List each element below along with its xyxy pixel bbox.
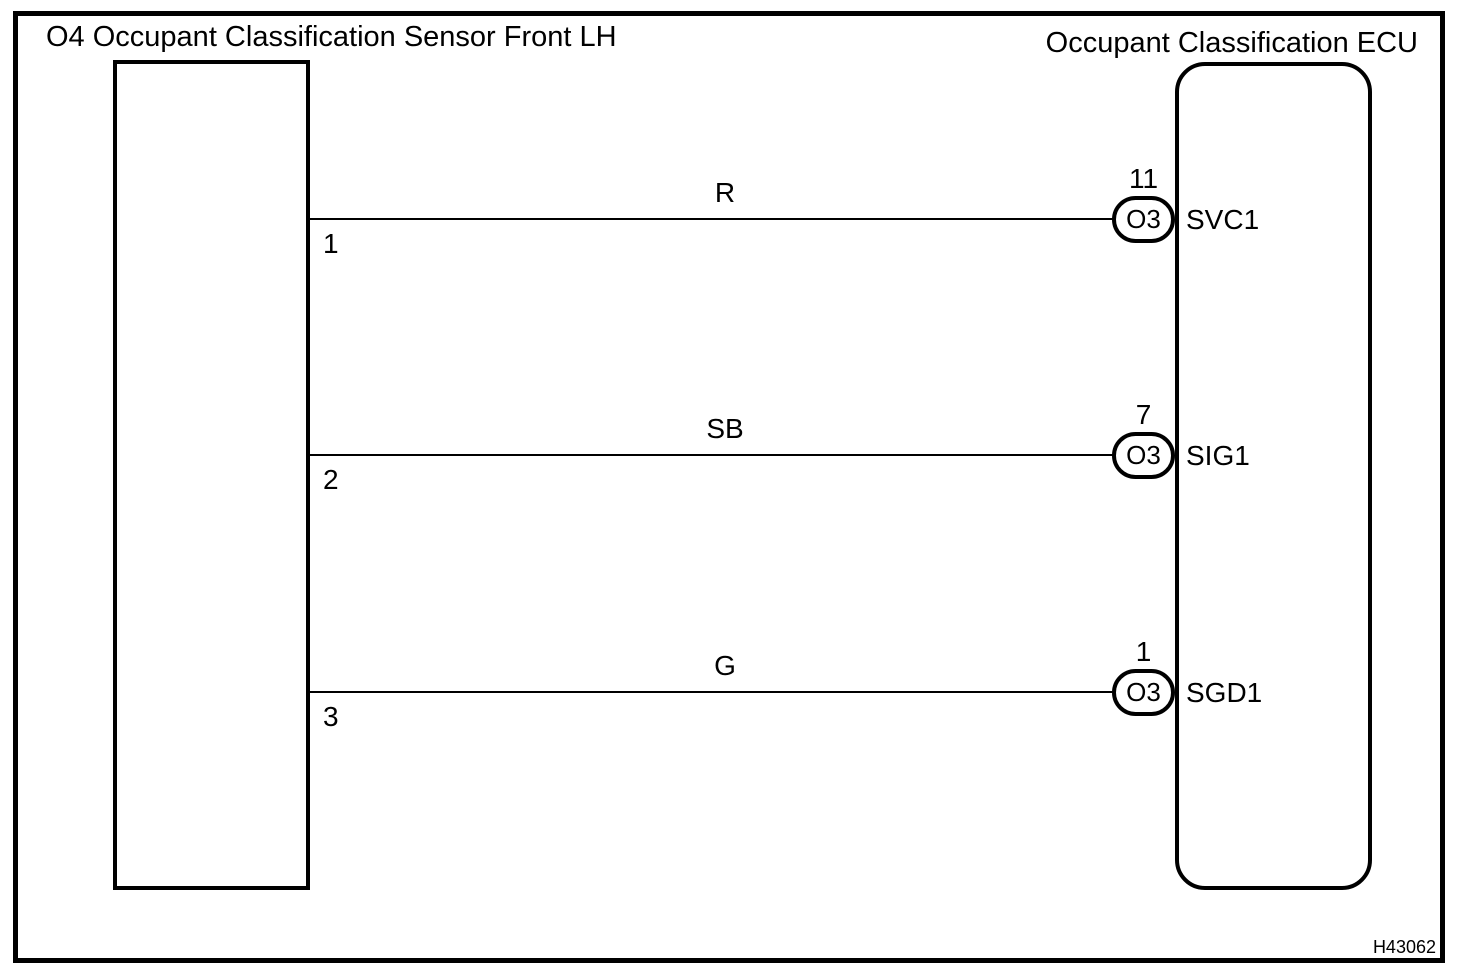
- figure-code: H43062: [1372, 937, 1436, 957]
- sensor-pin-number: 3: [323, 701, 339, 732]
- wire-color-label: SB: [706, 413, 744, 444]
- connector-oval: O3: [1112, 196, 1175, 243]
- connector-oval: O3: [1112, 669, 1175, 716]
- ecu-terminal-label: SGD1: [1186, 677, 1263, 708]
- ecu-terminal-label: SVC1: [1186, 204, 1260, 235]
- wire-color-label: R: [714, 177, 736, 208]
- connector-oval: O3: [1112, 432, 1175, 479]
- ecu-pin-number: 1: [1135, 636, 1152, 667]
- sensor-pin-number: 1: [323, 228, 339, 259]
- sensor-pin-number: 2: [323, 464, 339, 495]
- ecu-box: [1175, 62, 1372, 890]
- diagram-border: [13, 11, 1445, 963]
- ecu-pin-number: 7: [1135, 399, 1152, 430]
- ecu-pin-number: 11: [1128, 163, 1159, 194]
- wire-line-g: [310, 691, 1114, 693]
- wire-line-r: [310, 218, 1114, 220]
- left-component-title: O4 Occupant Classification Sensor Front …: [46, 21, 617, 53]
- right-component-title: Occupant Classification ECU: [1045, 27, 1418, 59]
- wire-line-sb: [310, 454, 1114, 456]
- wire-color-label: G: [714, 650, 736, 681]
- ecu-terminal-label: SIG1: [1186, 440, 1250, 471]
- sensor-connector-box: [113, 60, 310, 890]
